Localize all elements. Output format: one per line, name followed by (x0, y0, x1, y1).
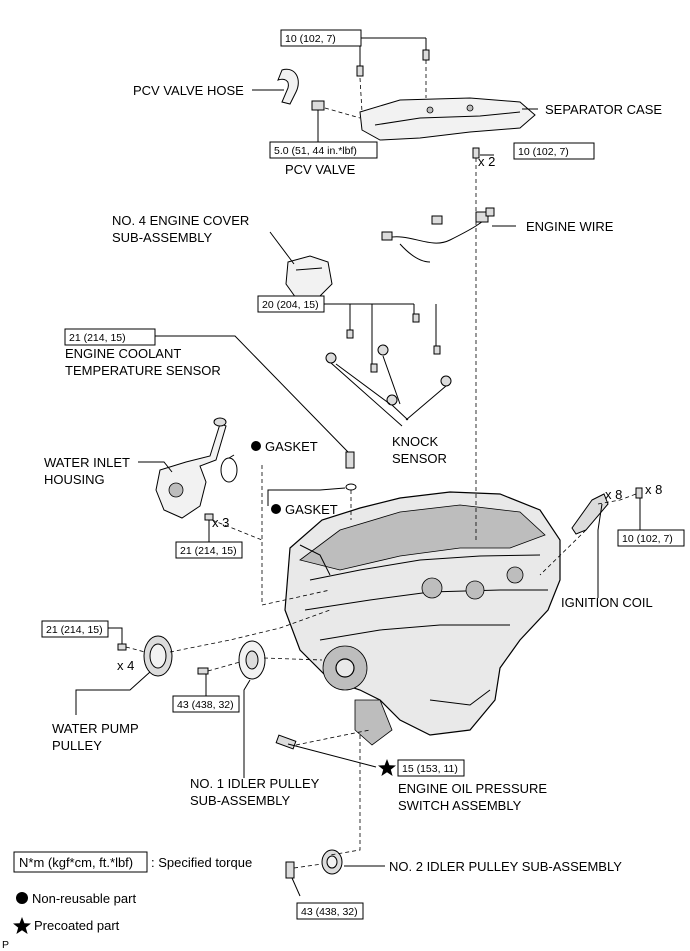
label-ignition-coil: IGNITION COIL (561, 595, 653, 610)
torque-ect-sensor-text: 21 (214, 15) (69, 332, 126, 344)
label-oil-pressure-2: SWITCH ASSEMBLY (398, 798, 522, 813)
water-inlet-housing (155, 417, 227, 519)
label-ect-sensor-2: TEMPERATURE SENSOR (65, 363, 221, 378)
legend-non-reusable: Non-reusable part (32, 891, 136, 906)
label-knock-sensor-1: KNOCK (392, 434, 439, 449)
legend-precoated: Precoated part (34, 918, 120, 933)
label-pcv-valve-hose: PCV VALVE HOSE (133, 83, 244, 98)
torque-knock-sensor: 20 (204, 15) (257, 295, 325, 313)
label-gasket-top: GASKET (265, 439, 318, 454)
label-water-pump-1: WATER PUMP (52, 721, 139, 736)
alignment-lines (125, 60, 637, 869)
no1-idler-pulley (238, 640, 266, 680)
label-ect-sensor-1: ENGINE COOLANT (65, 346, 181, 361)
engine-block (284, 491, 561, 746)
torque-ect-sensor: 21 (214, 15) (64, 328, 156, 346)
water-inlet-gasket (220, 457, 238, 483)
ignition-coil-bolt (635, 487, 643, 499)
label-water-pump-2: PULLEY (52, 738, 102, 753)
legend-torque-units: N*m (kgf*cm, ft.*lbf) (19, 855, 133, 870)
torque-water-inlet-text: 21 (214, 15) (180, 545, 237, 557)
separator-case (359, 97, 536, 141)
label-no1-idler-2: SUB-ASSEMBLY (190, 793, 291, 808)
qty-water-pump: x 4 (117, 658, 134, 673)
torque-separator-bolts-2-text: 10 (102, 7) (518, 146, 569, 158)
gasket-top-label: GASKET (251, 439, 318, 454)
engine-wire (381, 207, 495, 263)
precoated-star-icon (378, 759, 396, 776)
precoated-star-icon (13, 917, 31, 934)
torque-pcv-valve: 5.0 (51, 44 in.*lbf) (269, 141, 378, 159)
torque-ignition-coil-text: 10 (102, 7) (622, 533, 673, 545)
torque-no1-idler: 43 (438, 32) (172, 695, 240, 713)
torque-water-pump-text: 21 (214, 15) (46, 624, 103, 636)
torque-separator-bolts: 10 (102, 7) (280, 29, 362, 47)
gasket-mid-label: GASKET (271, 502, 338, 517)
label-pcv-valve: PCV VALVE (285, 162, 356, 177)
ect-gasket (345, 483, 357, 491)
torque-oil-pressure-text: 15 (153, 11) (402, 763, 458, 775)
qty-coil: x 8 (605, 487, 622, 502)
pcv-valve (311, 100, 325, 111)
leader-lines (75, 37, 641, 897)
qty-water-inlet: x 3 (212, 515, 229, 530)
non-reusable-dot-icon (271, 504, 281, 514)
qty-separator-bolts: x 2 (478, 154, 495, 169)
pcv-valve-hose (277, 68, 299, 105)
torque-ignition-coil: 10 (102, 7) (617, 529, 685, 547)
torque-no2-idler-text: 43 (438, 32) (301, 906, 358, 918)
torque-water-pump: 21 (214, 15) (41, 620, 109, 638)
torque-pcv-valve-text: 5.0 (51, 44 in.*lbf) (274, 145, 357, 157)
no2-idler-pulley (321, 849, 343, 875)
label-no1-idler-1: NO. 1 IDLER PULLEY (190, 776, 320, 791)
ect-sensor (345, 451, 355, 469)
no4-engine-cover (285, 255, 333, 299)
legend-torque-box (13, 851, 148, 873)
no2-idler-bolt (285, 861, 295, 879)
legend-torque-text: : Specified torque (151, 855, 252, 870)
label-separator-case: SEPARATOR CASE (545, 102, 662, 117)
torque-no2-idler: 43 (438, 32) (296, 902, 364, 920)
water-pump-bolt (117, 643, 127, 651)
torque-water-inlet: 21 (214, 15) (175, 541, 243, 559)
torque-knock-sensor-text: 20 (204, 15) (262, 299, 319, 311)
legend: N*m (kgf*cm, ft.*lbf) : Specified torque… (13, 851, 252, 934)
label-oil-pressure-1: ENGINE OIL PRESSURE (398, 781, 547, 796)
label-water-inlet-2: HOUSING (44, 472, 105, 487)
ignition-coil (571, 493, 609, 535)
water-pump-pulley (143, 635, 173, 677)
label-engine-wire: ENGINE WIRE (526, 219, 614, 234)
knock-sensors (325, 313, 452, 406)
label-gasket-mid: GASKET (285, 502, 338, 517)
torque-separator-bolts-2: 10 (102, 7) (513, 142, 595, 160)
oil-pressure-switch (275, 734, 297, 750)
non-reusable-dot-icon (251, 441, 261, 451)
label-water-inlet-1: WATER INLET (44, 455, 130, 470)
qty-coil-bolt: x 8 (645, 482, 662, 497)
label-knock-sensor-2: SENSOR (392, 451, 447, 466)
non-reusable-dot-icon (16, 892, 28, 904)
label-no2-idler: NO. 2 IDLER PULLEY SUB-ASSEMBLY (389, 859, 622, 874)
no1-idler-bolt (197, 667, 209, 675)
corner-mark: P (2, 939, 9, 951)
label-no4-engine-cover-2: SUB-ASSEMBLY (112, 230, 213, 245)
torque-separator-bolts-text: 10 (102, 7) (285, 33, 336, 45)
torque-no1-idler-text: 43 (438, 32) (177, 699, 234, 711)
torque-oil-pressure: 15 (153, 11) (397, 759, 465, 777)
oil-pressure-star (378, 759, 396, 776)
label-no4-engine-cover-1: NO. 4 ENGINE COVER (112, 213, 249, 228)
